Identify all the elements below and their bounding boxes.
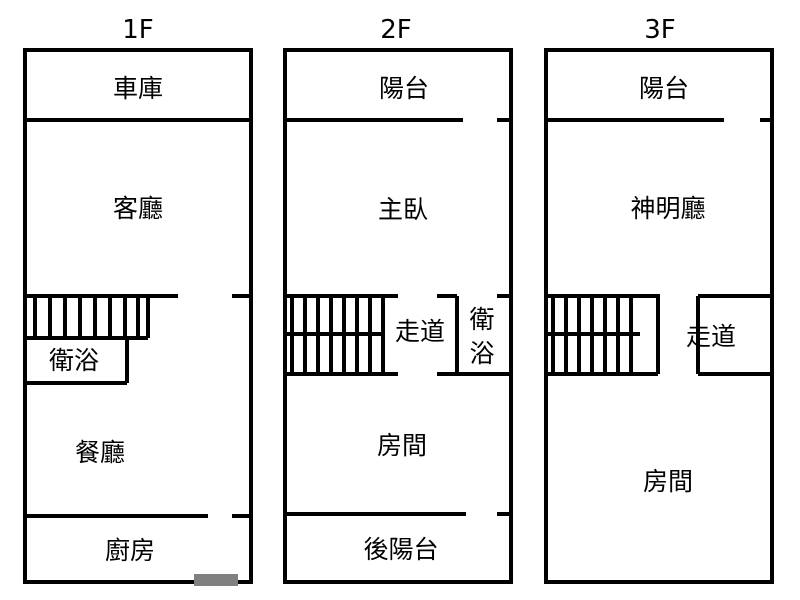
floor-3f-staircase [546,296,640,374]
room-2f-balcony: 陽台 [379,74,429,103]
floor-2f-staircase [285,296,385,374]
room-kitchen: 廚房 [105,536,155,565]
floor-2f-title: 2F [380,15,412,45]
room-3f-corridor: 走道 [686,322,736,351]
room-living-room: 客廳 [113,194,163,223]
floor-2f-outline [283,48,513,584]
room-3f-bedroom: 房間 [643,467,693,496]
room-2f-corridor: 走道 [395,317,445,346]
floor-3f-title: 3F [644,15,676,45]
floor-1f: 1F 車庫 客廳 衛浴 餐廳 廚房 [23,15,253,586]
floor-2f: 2F 陽台 [283,15,513,584]
floor-1f-staircase [25,296,150,340]
room-master-bedroom: 主臥 [378,195,428,224]
room-bathroom: 衛浴 [49,346,99,375]
room-rear-balcony: 後陽台 [363,535,438,564]
floor-1f-door-marker [194,574,238,586]
room-garage: 車庫 [113,74,163,103]
floor-1f-title: 1F [122,15,154,45]
room-shrine-room: 神明廳 [630,194,705,223]
room-dining-room: 餐廳 [75,438,125,467]
room-2f-bathroom-line2: 浴 [469,339,494,368]
room-2f-bedroom: 房間 [377,431,427,460]
room-2f-bathroom-line1: 衛 [469,305,494,334]
floor-3f: 3F 陽台 神明廳 走道 房間 [544,15,774,584]
room-3f-balcony: 陽台 [639,74,689,103]
